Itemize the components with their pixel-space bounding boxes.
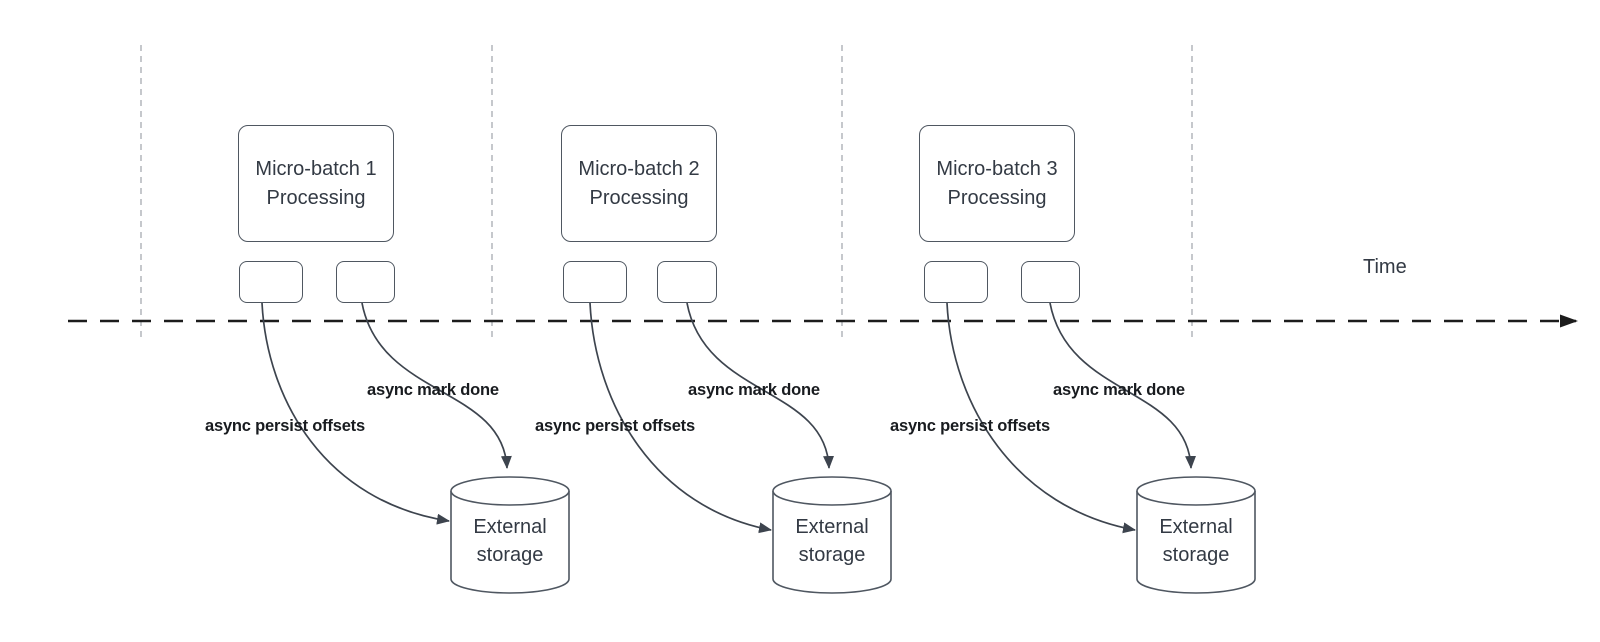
microbatch-1-task-box-right: [336, 261, 395, 303]
microbatch-2-task-box-right: [657, 261, 717, 303]
persist-offsets-arrow-3: [946, 302, 1136, 534]
microbatch-1-processing-box: Micro-batch 1 Processing: [238, 125, 394, 242]
microbatch-3-processing-box: Micro-batch 3 Processing: [919, 125, 1075, 242]
mark-done-arrow-2: [686, 302, 835, 469]
external-storage-label-3: External storage: [1159, 516, 1233, 566]
external-storage-cylinder-3: [1136, 476, 1256, 594]
microbatch-2-processing-box: Micro-batch 2 Processing: [561, 125, 717, 242]
persist-offsets-label-1: async persist offsets: [205, 417, 365, 435]
microbatch-1-task-box-left: [239, 261, 303, 303]
mark-done-label-3: async mark done: [1053, 381, 1185, 399]
mark-done-arrow-1: [361, 302, 512, 469]
persist-offsets-label-2: async persist offsets: [535, 417, 695, 435]
external-storage-cylinder-1: [450, 476, 570, 594]
microbatch-3-task-box-left: [924, 261, 988, 303]
persist-offsets-arrow-1: [261, 302, 450, 525]
mark-done-label-2: async mark done: [688, 381, 820, 399]
external-storage-cylinder-2: [772, 476, 892, 594]
external-storage-label-2: External storage: [795, 516, 869, 566]
microbatch-3-task-box-right: [1021, 261, 1080, 303]
time-axis-label: Time: [1363, 256, 1407, 278]
external-storage-label-1: External storage: [473, 516, 547, 566]
microbatch-2-task-box-left: [563, 261, 627, 303]
mark-done-arrow-3: [1049, 302, 1197, 469]
mark-done-label-1: async mark done: [367, 381, 499, 399]
persist-offsets-label-3: async persist offsets: [890, 417, 1050, 435]
persist-offsets-arrow-2: [589, 302, 772, 534]
